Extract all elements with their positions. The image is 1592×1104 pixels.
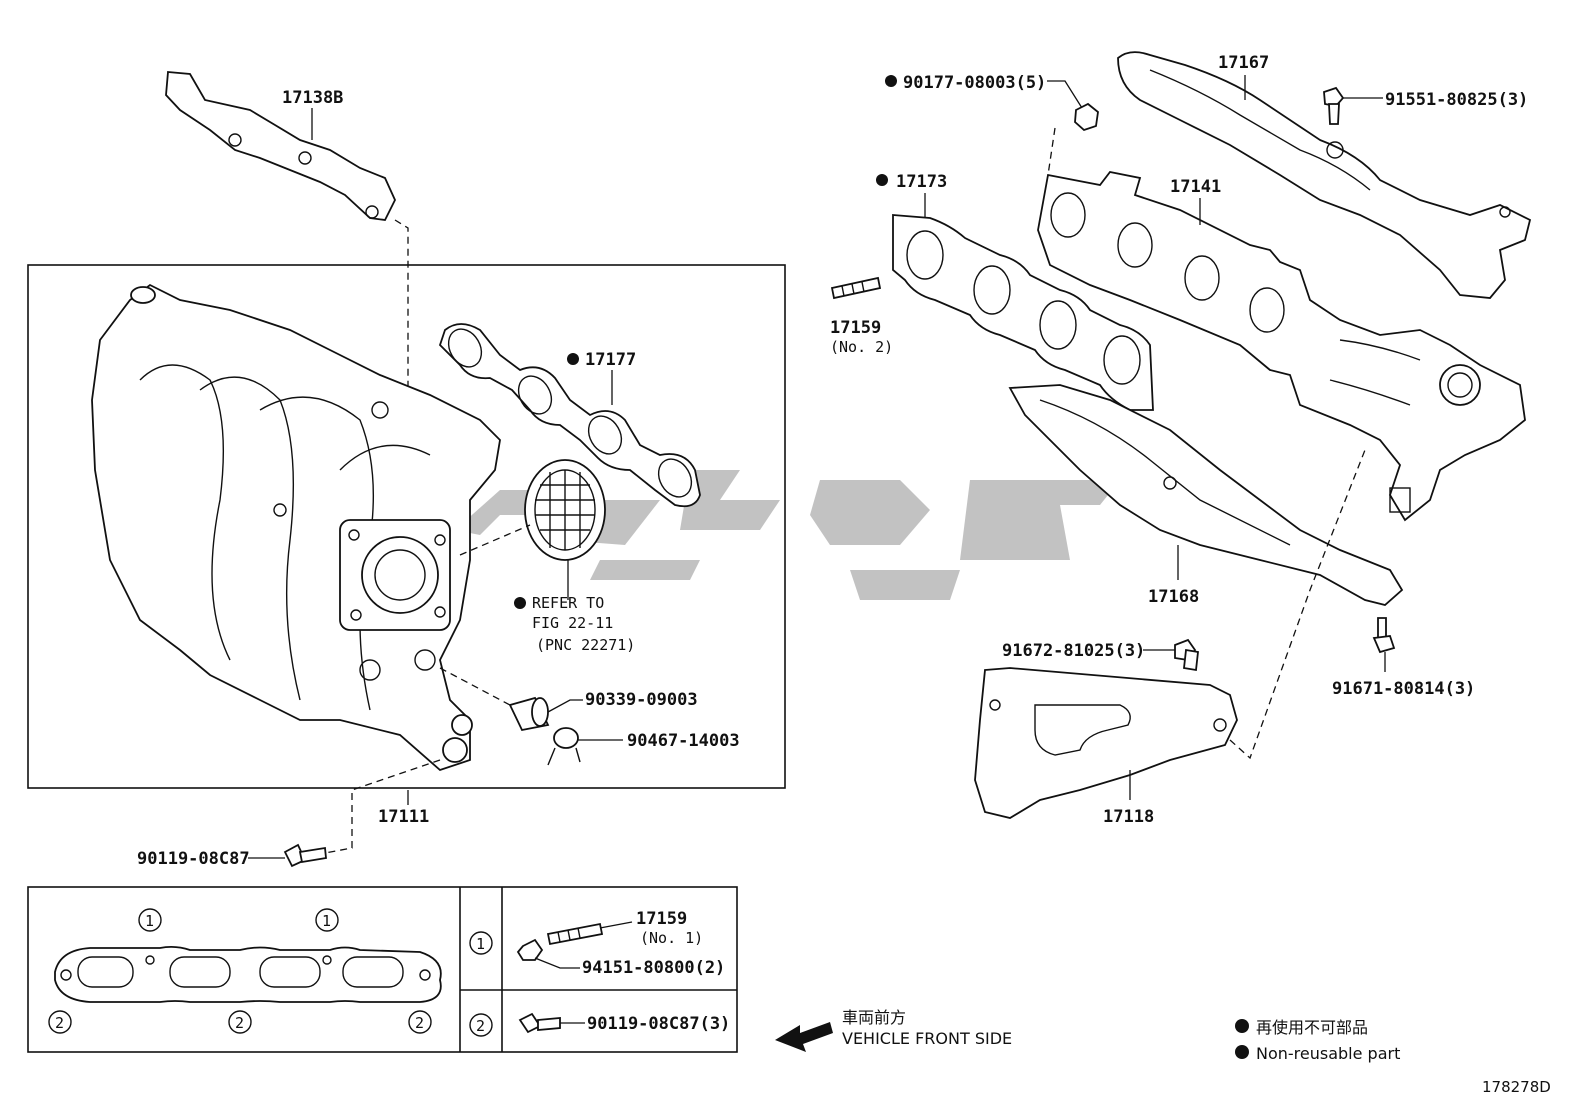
part-17173-exhaust-gasket <box>892 214 1154 411</box>
label-17168: 17168 <box>1148 587 1199 607</box>
label-90177: 90177-08003(5) <box>903 73 1046 93</box>
inset-nut-94151 <box>516 938 544 961</box>
svg-text:2: 2 <box>55 1014 64 1032</box>
part-17118-stay <box>974 667 1238 819</box>
dashline-17138B <box>394 219 409 460</box>
part-90119-bolt <box>283 843 327 868</box>
part-90177-nut <box>1074 102 1099 132</box>
part-91672-bolt <box>1174 638 1199 672</box>
refer-line2: FIG 22-11 <box>532 614 613 632</box>
part-17168-lower-insulator <box>1008 384 1404 606</box>
legend-en: Non-reusable part <box>1256 1044 1400 1063</box>
nonreusable-dot-17173 <box>876 174 888 186</box>
leader-90339 <box>547 699 583 713</box>
leader-90177 <box>1047 80 1083 109</box>
dashline-90177 <box>1047 127 1056 176</box>
part-91671-bolt <box>1372 617 1396 654</box>
svg-text:2: 2 <box>476 1017 485 1035</box>
diagram-code: 178278D <box>1482 1078 1551 1096</box>
label-90119b: 90119-08C87(3) <box>587 1014 730 1034</box>
legend-dot-jp <box>1235 1019 1249 1033</box>
label-17118: 17118 <box>1103 807 1154 827</box>
nonreusable-dot-refer <box>514 597 526 609</box>
label-90119a: 90119-08C87 <box>137 849 250 869</box>
svg-text:2: 2 <box>235 1014 244 1032</box>
label-91671: 91671-80814(3) <box>1332 679 1475 699</box>
dashline-90119 <box>324 759 441 854</box>
refer-line1: REFER TO <box>532 594 604 612</box>
label-91551: 91551-80825(3) <box>1385 90 1528 110</box>
label-90339: 90339-09003 <box>585 690 698 710</box>
part-90339-plug <box>508 696 550 732</box>
svg-text:1: 1 <box>145 912 154 930</box>
front-arrow <box>775 1022 833 1052</box>
label-91672: 91672-81025(3) <box>1002 641 1145 661</box>
label-17177: 17177 <box>585 350 636 370</box>
direction-jp: 車両前方 <box>842 1008 906 1027</box>
inset-bolt-90119 <box>518 1012 561 1034</box>
inset-gasket <box>54 945 442 1003</box>
dashline-17118 <box>1229 449 1366 760</box>
intake-manifold-box <box>27 264 786 789</box>
svg-text:1: 1 <box>322 912 331 930</box>
part-91551-bolt <box>1323 86 1345 125</box>
part-17138B-bracket <box>165 71 396 221</box>
inset-table <box>27 886 738 1053</box>
label-17167: 17167 <box>1218 53 1269 73</box>
inset-stud-17159-no1 <box>546 922 604 946</box>
inset-callouts: 1 1 2 2 2 1 2 <box>48 908 493 1037</box>
label-17159-no2-sub: (No. 2) <box>830 338 893 356</box>
watermark-logo <box>455 470 1120 600</box>
throttle-body-gasket <box>524 459 606 561</box>
svg-text:2: 2 <box>415 1014 424 1032</box>
part-17167-heat-insulator <box>1117 51 1532 299</box>
part-17141-exhaust-manifold <box>1037 171 1526 522</box>
part-17159-stud-no2 <box>830 276 882 300</box>
label-17159-no2: 17159 <box>830 318 881 338</box>
label-17159-no1: 17159 <box>636 909 687 929</box>
svg-text:1: 1 <box>476 935 485 953</box>
dashline-90339 <box>439 667 511 706</box>
label-17111: 17111 <box>378 807 429 827</box>
label-90467: 90467-14003 <box>627 731 740 751</box>
dashline-throttle-gasket <box>459 524 531 556</box>
part-17111-intake-manifold <box>91 283 501 772</box>
nonreusable-dot-90177 <box>885 75 897 87</box>
leader-94151 <box>534 957 580 969</box>
label-17159-no1-sub: (No. 1) <box>640 929 703 947</box>
label-17138B: 17138B <box>282 88 343 108</box>
legend-jp: 再使用不可部品 <box>1256 1018 1368 1037</box>
nonreusable-dot-17177 <box>567 353 579 365</box>
label-17141: 17141 <box>1170 177 1221 197</box>
part-17177-gasket <box>438 323 701 508</box>
direction-en: VEHICLE FRONT SIDE <box>842 1029 1012 1048</box>
legend-dot-en <box>1235 1045 1249 1059</box>
part-90467-clip <box>547 727 581 766</box>
label-94151: 94151-80800(2) <box>582 958 725 978</box>
refer-line3: (PNC 22271) <box>536 636 635 654</box>
leader-17159-no1 <box>599 921 633 929</box>
label-17173: 17173 <box>896 172 947 192</box>
